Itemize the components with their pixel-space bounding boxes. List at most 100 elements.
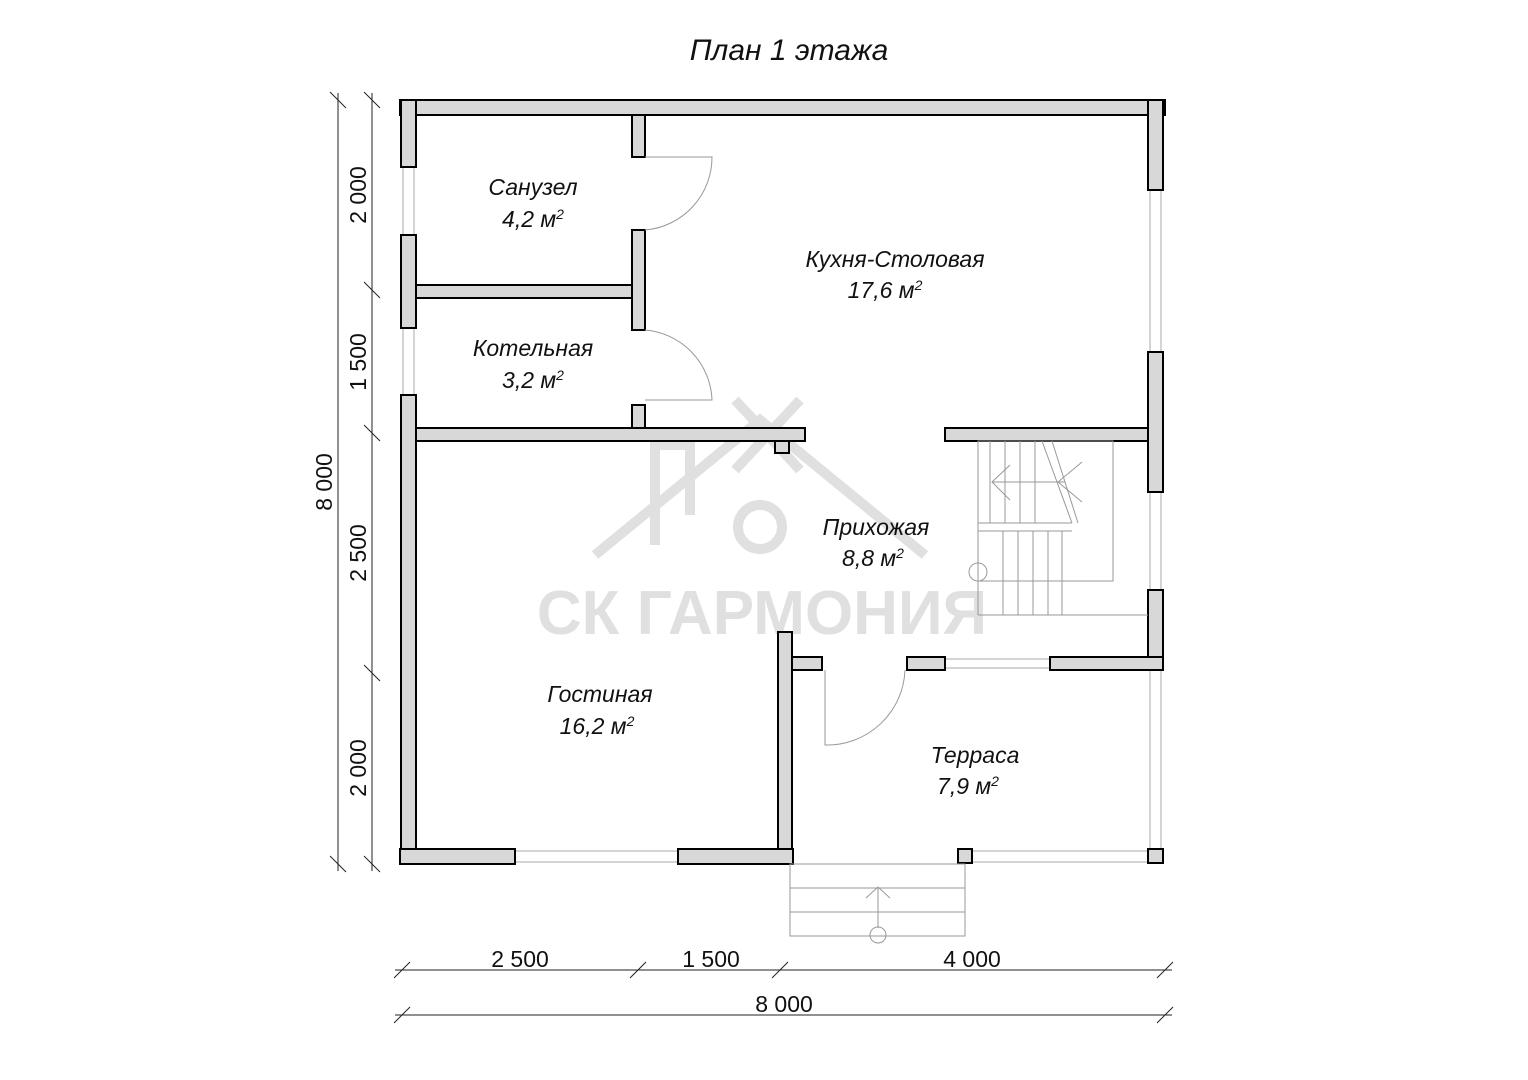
plan-mark — [1149, 491, 1162, 591]
plan-mark — [733, 500, 787, 554]
plan-mark — [400, 394, 417, 865]
plan-label: 3,2 м — [502, 367, 556, 393]
plan-mark — [1049, 656, 1164, 671]
plan-mark — [977, 440, 1114, 582]
plan-label: Гостиная — [547, 681, 652, 707]
plan-mark — [631, 229, 646, 331]
plan-mark — [644, 329, 713, 401]
plan-label: 2 000 — [345, 739, 371, 797]
plan-mark — [971, 850, 1149, 863]
plan-mark — [629, 961, 647, 979]
plan-mark — [650, 440, 695, 545]
plan-mark — [968, 562, 988, 582]
plan-label: 16,2 м — [560, 713, 627, 739]
plan-label: 17,6 м — [848, 277, 915, 303]
plan-mark — [400, 99, 417, 168]
plan-mark — [1149, 669, 1162, 851]
plan-mark: 3,2 м2 — [502, 367, 564, 393]
room-living: Гостиная 16,2 м2 — [547, 681, 652, 739]
plan-mark — [1147, 99, 1164, 191]
plan-label: 2 — [895, 545, 904, 561]
plan-mark: 8,8 м2 — [842, 545, 904, 571]
plan-mark — [1149, 189, 1162, 353]
plan-label: 7,9 м — [937, 773, 991, 799]
plan-mark — [789, 863, 966, 937]
plan-mark — [415, 427, 806, 442]
plan-title: План 1 этажа — [690, 34, 889, 67]
plan-mark — [944, 658, 1051, 669]
porch-steps — [789, 863, 966, 944]
plan-mark — [777, 631, 793, 850]
plan-mark — [771, 961, 789, 979]
plan-label: 2 — [990, 773, 999, 789]
plan-label: 4,2 м — [502, 206, 556, 232]
plan-mark — [393, 961, 1174, 1024]
plan-mark — [957, 848, 973, 864]
plan-mark — [991, 464, 1011, 501]
plan-mark — [944, 427, 1149, 442]
plan-label: 1 500 — [682, 946, 740, 972]
room-kitchen: Кухня-Столовая 17,6 м2 — [805, 246, 984, 303]
plan-mark — [774, 440, 790, 454]
room-sanuzel: Санузел 4,2 м2 — [488, 174, 577, 232]
plan-mark — [1147, 848, 1164, 864]
plan-label: Кухня-Столовая — [805, 246, 984, 272]
plan-label: Терраса — [931, 742, 1020, 768]
plan-label: 2 — [555, 206, 564, 222]
plan-mark — [514, 850, 679, 863]
room-kotelnaya: Котельная 3,2 м2 — [473, 335, 593, 393]
plan-mark — [1147, 351, 1164, 493]
plan-label: 1 500 — [345, 333, 371, 391]
plan-label: 4 000 — [943, 946, 1001, 972]
plan-mark — [1057, 461, 1083, 483]
room-hall: Прихожая 8,8 м2 — [823, 514, 930, 571]
plan-mark: 7,9 м2 — [937, 773, 999, 799]
plan-mark — [329, 855, 347, 873]
plan-mark: 17,6 м2 — [848, 277, 923, 303]
plan-label: 2 — [626, 713, 635, 729]
room-terrace: Терраса 7,9 м2 — [931, 742, 1020, 799]
plan-mark: 16,2 м2 — [560, 713, 635, 739]
plan-label: 2 — [914, 277, 923, 293]
plan-label: 2 — [555, 367, 564, 383]
plan-mark — [329, 91, 381, 873]
plan-mark — [677, 848, 794, 865]
plan-mark — [865, 886, 891, 899]
plan-mark — [869, 926, 887, 944]
plan-mark — [1057, 481, 1083, 503]
plan-label: 8 000 — [755, 991, 813, 1017]
plan-mark — [363, 855, 381, 873]
doors — [644, 156, 906, 746]
plan-label: Котельная — [473, 335, 593, 361]
plan-mark — [393, 1006, 411, 1024]
plan-label: 2 500 — [491, 946, 549, 972]
plan-mark — [363, 91, 381, 109]
staircase — [968, 440, 1148, 616]
plan-mark — [402, 327, 415, 396]
plan-mark — [363, 281, 381, 299]
walls — [399, 99, 1166, 865]
plan-label: Санузел — [488, 174, 577, 200]
plan-mark: 4,2 м2 — [502, 206, 564, 232]
plan-mark — [644, 156, 713, 231]
plan-mark — [824, 669, 906, 746]
plan-mark — [363, 424, 381, 442]
dimensions-left: 2 000 1 500 2 500 2 000 8 000 — [311, 91, 381, 873]
plan-mark — [329, 91, 347, 109]
plan-mark — [1156, 961, 1174, 979]
plan-mark — [791, 656, 823, 671]
plan-label: Прихожая — [823, 514, 930, 540]
plan-mark — [363, 664, 381, 682]
plan-mark — [415, 284, 633, 299]
plan-label: 2 500 — [345, 524, 371, 582]
plan-mark — [400, 234, 417, 329]
plan-mark — [399, 848, 516, 865]
plan-mark — [1156, 1006, 1174, 1024]
dimensions-bottom: 2 500 1 500 4 000 8 000 — [393, 946, 1174, 1024]
plan-mark — [631, 404, 646, 431]
plan-mark — [631, 114, 646, 158]
plan-mark — [399, 99, 1166, 116]
plan-label: 8 000 — [311, 453, 337, 511]
